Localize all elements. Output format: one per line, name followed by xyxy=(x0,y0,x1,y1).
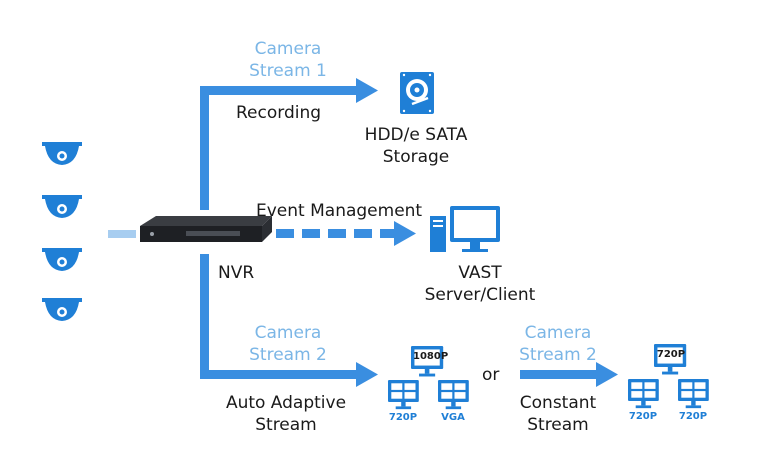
storage-label: HDD/e SATA Storage xyxy=(356,124,476,168)
recording-label: Recording xyxy=(236,103,322,123)
label-line: Stream xyxy=(255,415,317,435)
resolution-tag: 720P xyxy=(656,349,686,360)
adaptive-stream-arrow xyxy=(200,362,378,387)
label-line: Stream xyxy=(527,415,589,435)
monitor-icon xyxy=(678,379,709,409)
trunk-upper xyxy=(200,86,209,210)
label-line: Storage xyxy=(382,147,450,167)
label-line: Camera xyxy=(524,323,592,343)
vast-label: VAST Server/Client xyxy=(420,262,540,306)
dome-camera-icon xyxy=(42,298,82,321)
camera-stream-2-label: Camera Stream 2 xyxy=(508,322,608,366)
label-line: Stream 1 xyxy=(249,61,327,81)
resolution-tag: 1080P xyxy=(413,351,449,362)
monitor-icon xyxy=(628,379,659,409)
label-line: Stream 2 xyxy=(519,345,597,365)
recording-arrow xyxy=(200,78,378,103)
resolution-tag: 720P xyxy=(628,411,658,422)
nvr-label: NVR xyxy=(218,263,255,283)
auto-adaptive-stream-label: Auto Adaptive Stream xyxy=(218,392,354,436)
constant-stream-label: Constant Stream xyxy=(508,392,608,436)
label-line: Stream 2 xyxy=(249,345,327,365)
hard-drive-icon xyxy=(400,72,434,114)
label-line: Constant xyxy=(519,393,597,413)
label-line: HDD/e SATA xyxy=(364,125,468,145)
dome-camera-icon xyxy=(42,142,82,165)
nvr-device-icon xyxy=(140,216,272,242)
constant-stream-arrow xyxy=(520,362,618,387)
resolution-tag: 720P xyxy=(678,411,708,422)
event-management-arrow xyxy=(276,221,416,246)
monitor-icon xyxy=(438,380,469,410)
camera-link xyxy=(108,230,136,238)
trunk-lower xyxy=(200,254,209,378)
desktop-computer-icon xyxy=(430,206,500,252)
label-line: Camera xyxy=(254,39,322,59)
camera-stream-1-label: Camera Stream 1 xyxy=(238,38,338,82)
resolution-tag: VGA xyxy=(441,412,465,423)
or-label: or xyxy=(482,365,500,385)
resolution-tag: 720P xyxy=(388,412,418,423)
event-management-label: Event Management xyxy=(256,201,423,221)
camera-group xyxy=(42,142,82,321)
label-line: VAST xyxy=(458,263,502,283)
dome-camera-icon xyxy=(42,248,82,271)
camera-stream-2-label: Camera Stream 2 xyxy=(238,322,338,366)
dome-camera-icon xyxy=(42,195,82,218)
monitor-icon xyxy=(388,380,419,410)
label-line: Server/Client xyxy=(424,285,536,305)
label-line: Camera xyxy=(254,323,322,343)
label-line: Auto Adaptive xyxy=(225,393,347,413)
